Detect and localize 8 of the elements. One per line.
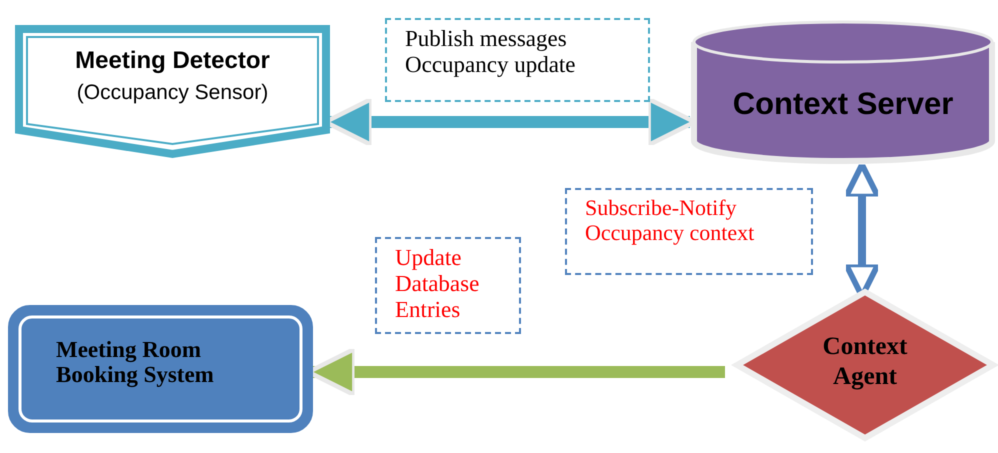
node-title: Context Server [732,86,954,122]
edge-label: Subscribe-Notify Occupancy context [565,188,813,275]
node-title: Meeting Detector [74,47,271,75]
edge-label: Publish messages Occupancy update [385,18,650,102]
node-title: Meeting Room Booking System [56,337,215,388]
node-title: Context Agent [822,332,908,392]
node-subtitle: (Occupancy Sensor) [76,81,270,105]
edge-label: Update Database Entries [375,237,521,334]
